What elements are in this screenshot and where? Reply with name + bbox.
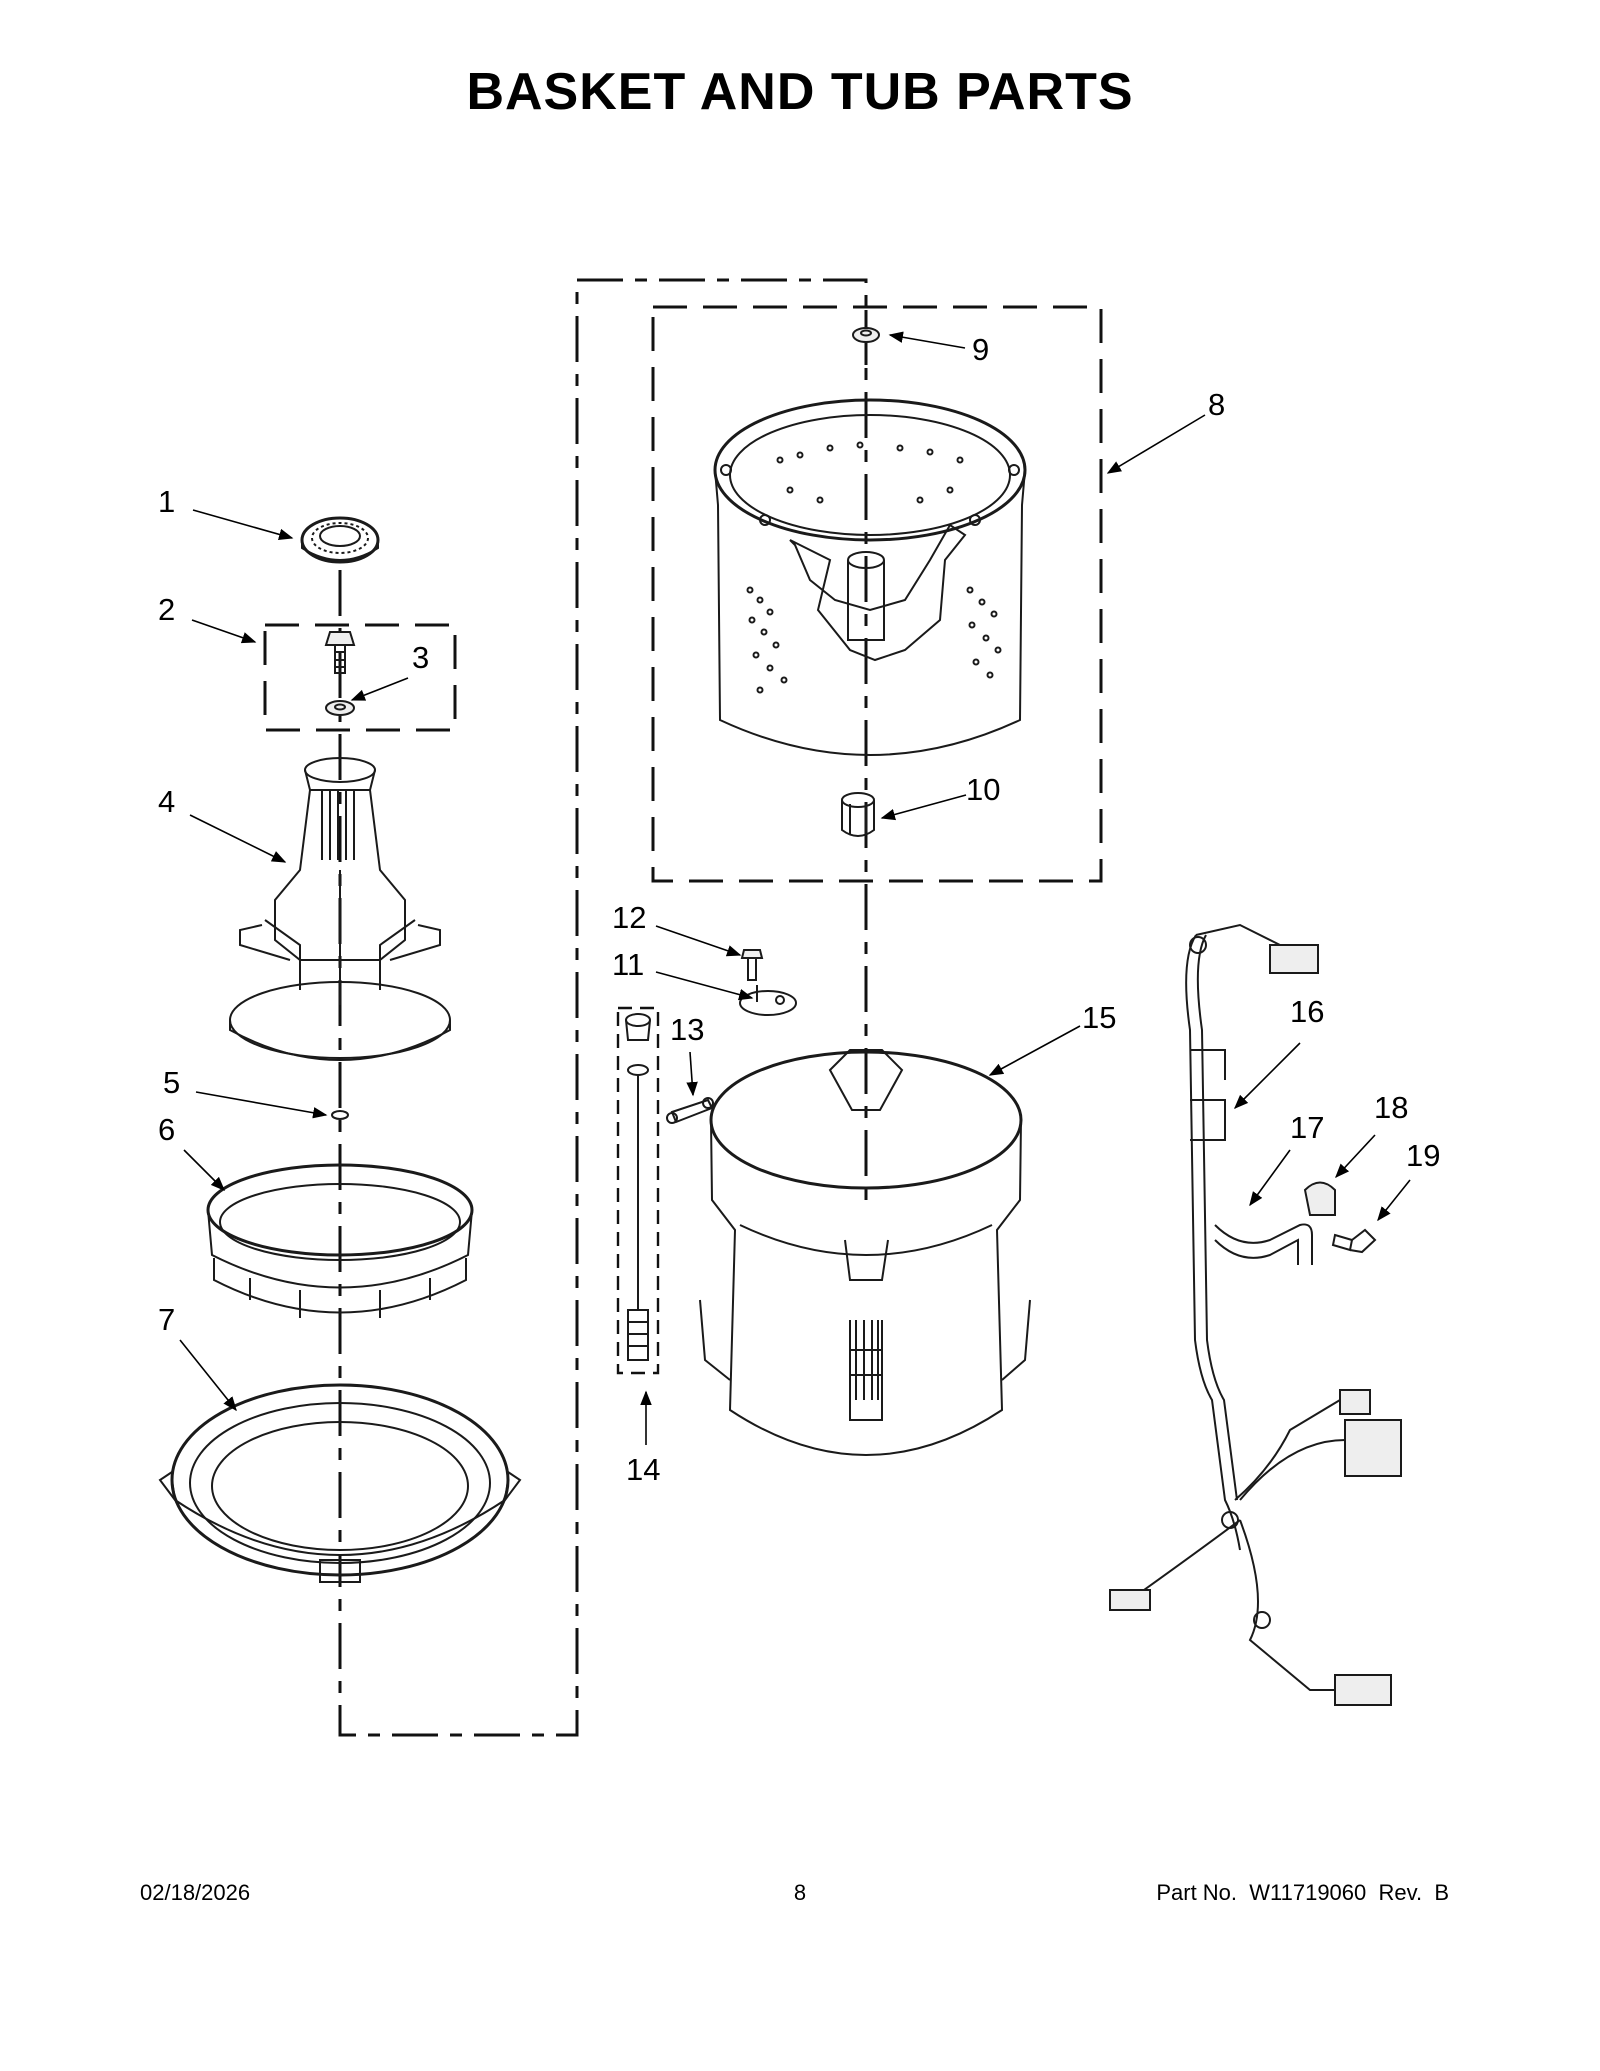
callout-12: 12 <box>612 900 646 935</box>
callout-11: 11 <box>612 947 644 982</box>
part-16-wire-harness <box>1109 923 1402 1706</box>
part-7-tub-ring <box>158 1383 522 1583</box>
callout-2: 2 <box>158 592 175 627</box>
basket-group-box <box>651 305 1103 883</box>
callout-17: 17 <box>1290 1110 1324 1145</box>
part-8-basket <box>713 398 1027 756</box>
outer-centerline-loop <box>338 278 868 1737</box>
callout-3: 3 <box>412 640 429 675</box>
footer-part-number: Part No. W11719060 Rev. B <box>1156 1880 1449 1905</box>
callout-15: 15 <box>1082 1000 1116 1035</box>
part-6-ring <box>206 1163 474 1318</box>
callout-7: 7 <box>158 1302 175 1337</box>
callout-1: 1 <box>158 484 175 519</box>
callout-4: 4 <box>158 784 175 819</box>
callout-8: 8 <box>1208 387 1225 422</box>
callout-19: 19 <box>1406 1138 1440 1173</box>
callout-10: 10 <box>966 772 1000 807</box>
callout-labels: 1 2 3 4 5 6 7 8 9 10 11 12 13 14 15 16 1… <box>158 332 1440 1487</box>
page-title: BASKET AND TUB PARTS <box>466 63 1134 121</box>
footer-page-number: 8 <box>793 1880 807 1905</box>
callout-14: 14 <box>626 1452 660 1487</box>
footer-date: 02/18/2026 <box>140 1880 251 1905</box>
callout-16: 16 <box>1290 994 1324 1029</box>
part-10-bushing <box>841 792 875 837</box>
part-14-suspension-rod <box>625 1013 651 1361</box>
callout-5: 5 <box>163 1065 180 1100</box>
part-12-screw <box>740 949 764 981</box>
suspension-rod-group-box <box>616 1006 660 1375</box>
part-1-cap <box>300 516 380 564</box>
callout-9: 9 <box>972 332 989 367</box>
part-11-tab <box>739 985 797 1016</box>
part-4-impeller <box>229 757 451 1061</box>
part-3-washer <box>325 700 355 716</box>
callout-18: 18 <box>1374 1090 1408 1125</box>
part-17-hose <box>1214 1223 1313 1265</box>
callout-13: 13 <box>670 1012 704 1047</box>
part-18-clip <box>1303 1181 1336 1216</box>
part-19-screw <box>1331 1228 1377 1254</box>
part-9-nut <box>852 327 880 343</box>
part-5-washer <box>331 1110 349 1120</box>
part-13-bracket <box>666 1097 714 1124</box>
part-2-bolt <box>324 631 356 674</box>
callout-6: 6 <box>158 1112 175 1147</box>
part-15-outer-tub <box>699 1049 1031 1456</box>
leader-arrows <box>179 331 1411 1445</box>
